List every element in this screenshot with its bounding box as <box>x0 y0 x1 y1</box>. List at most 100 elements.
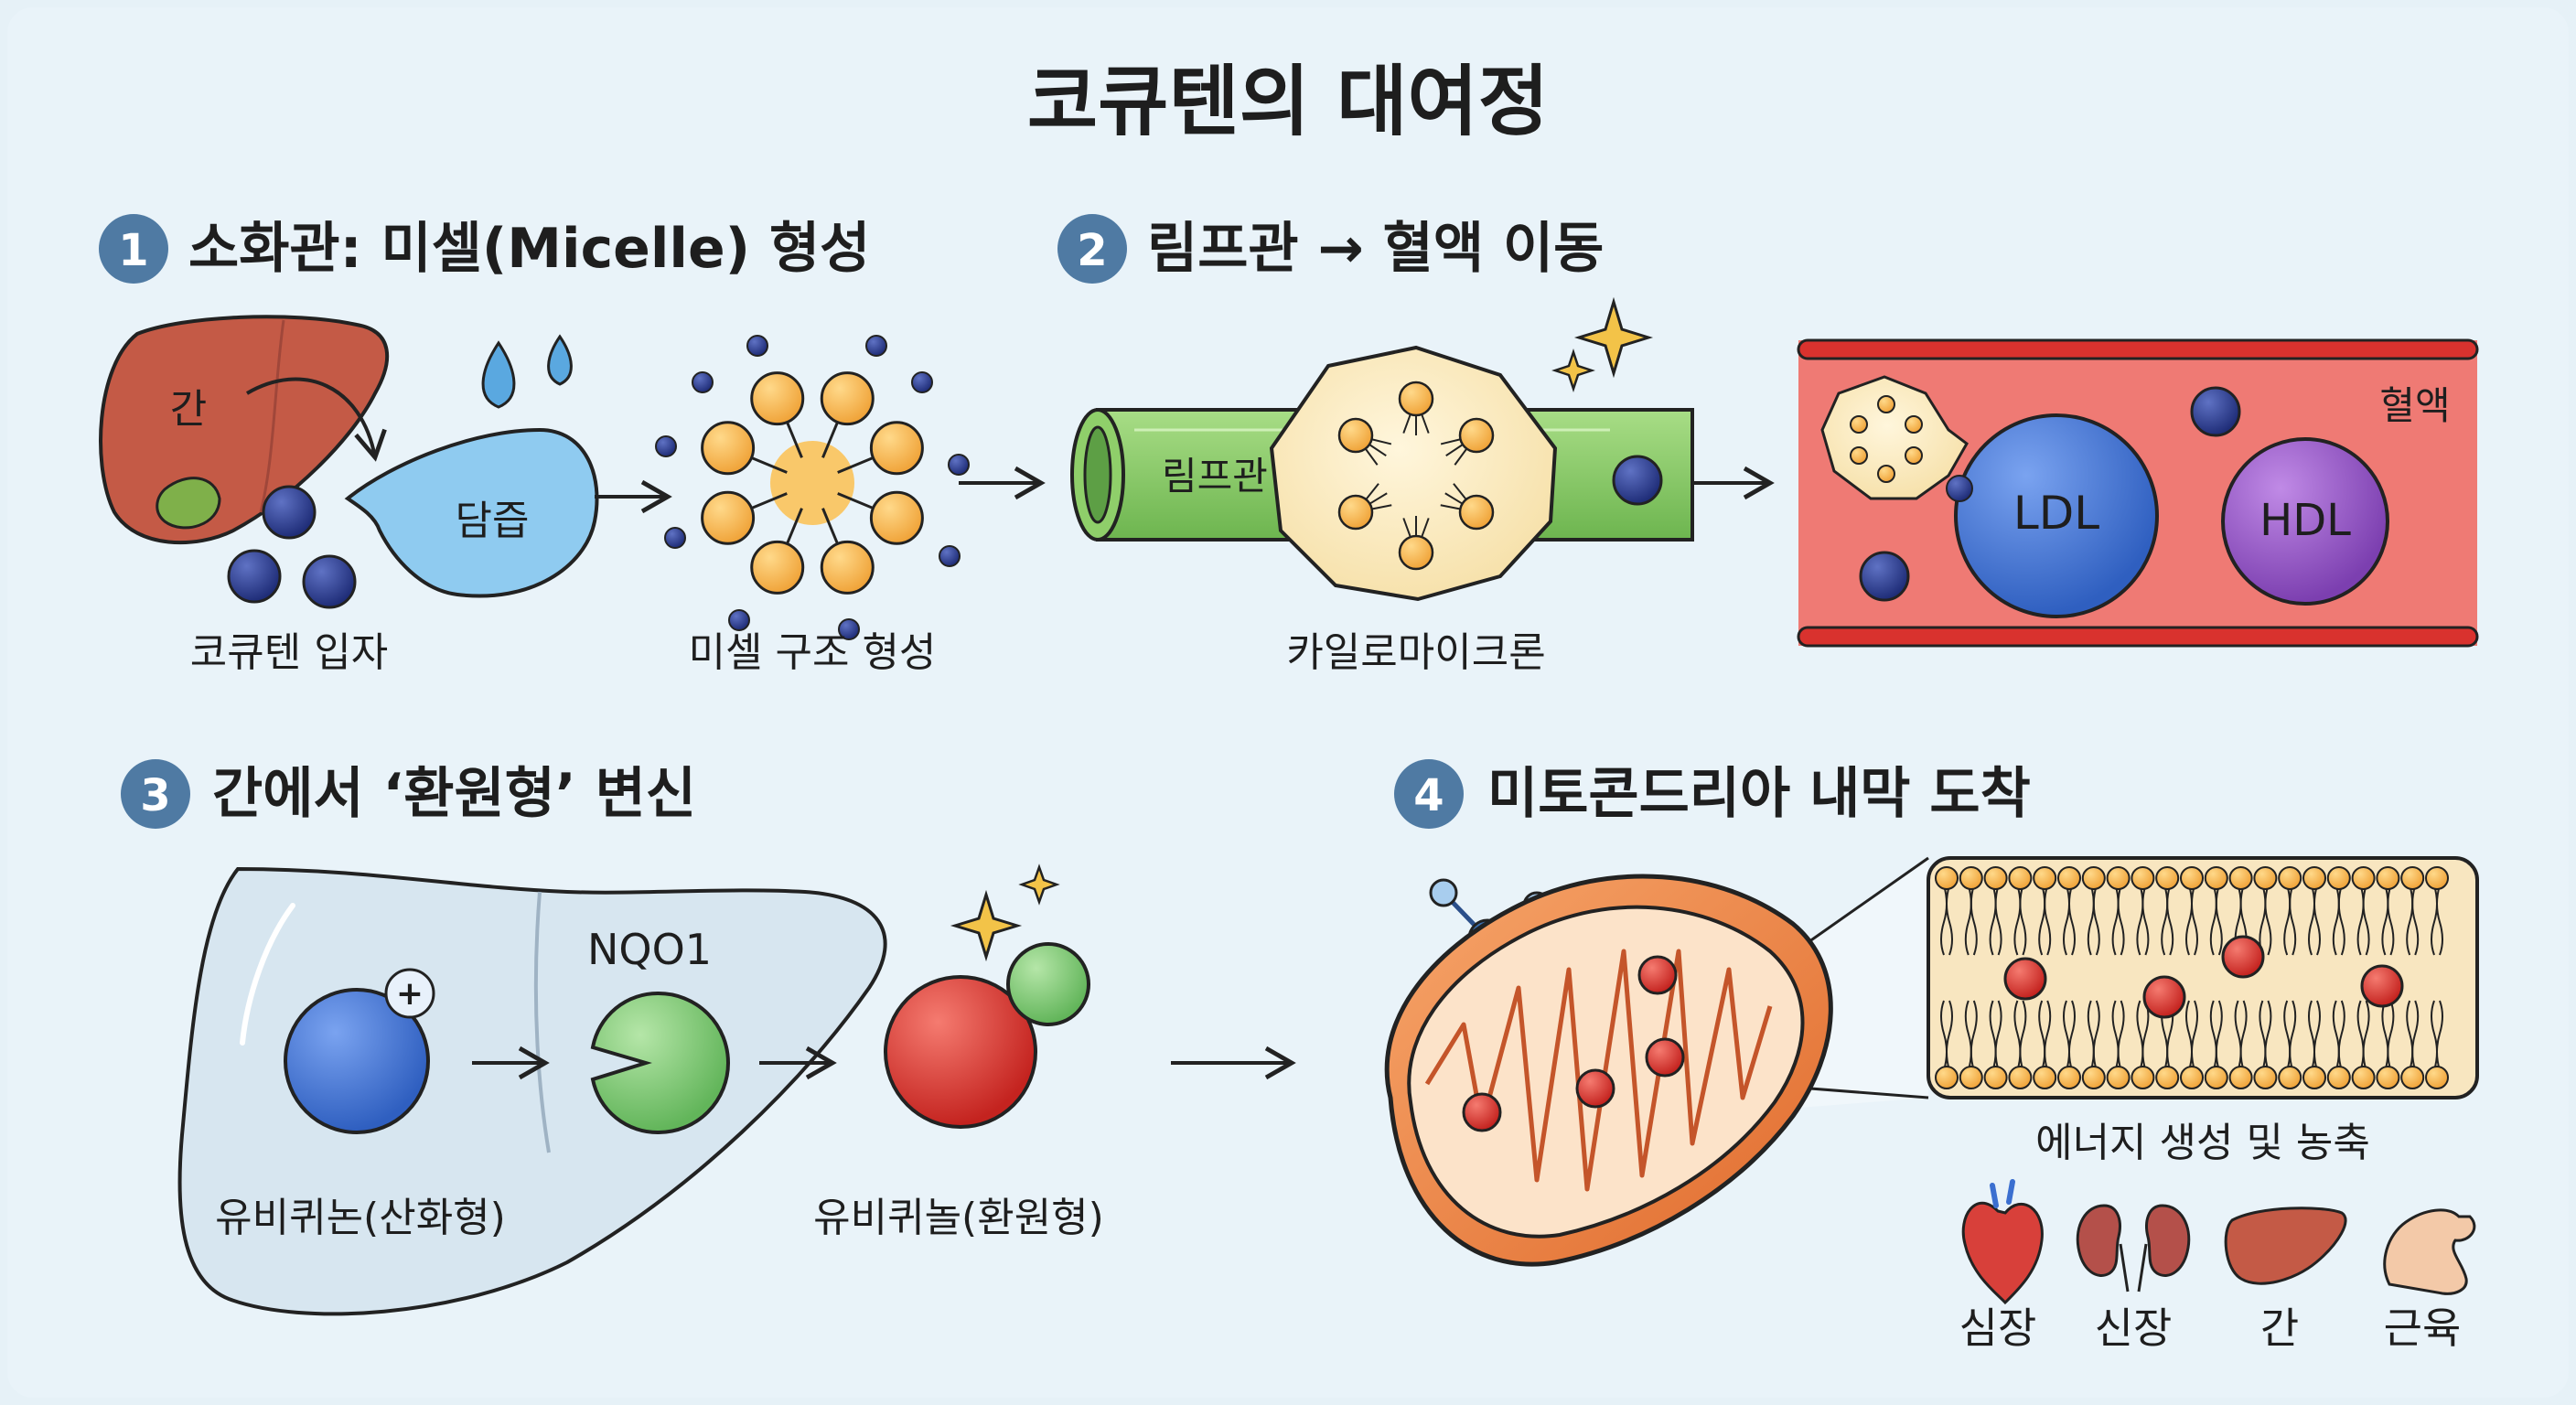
coq10-dot <box>1575 1068 1615 1109</box>
lipid-tail <box>2356 1000 2365 1071</box>
reduced-caption: 유비퀴놀(환원형) <box>813 1195 1104 1241</box>
liver-illustration: 간 <box>99 315 389 545</box>
lipid-head <box>1935 866 1959 890</box>
step-title: 림프관 → 혈액 이동 <box>1147 217 1604 281</box>
step-1-header: 1 소화관: 미셀(Micelle) 형성 <box>99 214 870 284</box>
lipid-tail <box>1453 483 1467 500</box>
lipid-tail <box>2166 885 2174 956</box>
lipid-head <box>1983 1066 2008 1089</box>
coq10-particle <box>692 371 714 393</box>
lipid-tail <box>2313 885 2321 956</box>
mitochondrion <box>1384 874 1833 1267</box>
lipid-tail <box>1989 1000 1997 1071</box>
lipid-head <box>2008 866 2033 890</box>
lipid-tail <box>2431 885 2438 956</box>
lipid-tail <box>2209 885 2217 956</box>
lipid-tail <box>2117 885 2125 956</box>
lipid-head <box>2351 866 2376 890</box>
lipid-tail <box>2038 885 2046 956</box>
plus-sign: + <box>396 975 424 1013</box>
lipid-tail <box>783 416 803 458</box>
lipid-tail <box>821 416 842 458</box>
lipid-tail <box>2019 885 2027 956</box>
step-3-header: 3 간에서 ‘환원형’ 변신 <box>121 759 696 829</box>
bile-label: 담즙 <box>456 498 530 544</box>
membrane-zoom <box>1927 856 2479 1099</box>
step-title: 미토콘드리아 내막 도착 <box>1487 762 2031 826</box>
enzyme-label: NQO1 <box>587 925 712 974</box>
step-badge <box>121 759 190 829</box>
lipid-tail <box>2387 885 2395 956</box>
coq10-particle <box>728 609 750 631</box>
lipid-tail <box>837 454 879 474</box>
lipid-tail <box>2411 885 2420 956</box>
sparkle-icon <box>950 863 1060 962</box>
lipid-head <box>2180 866 2204 890</box>
lipid-tail <box>2332 885 2340 956</box>
lipid-tail <box>837 492 879 512</box>
lipid-tail <box>2044 885 2052 956</box>
coq10-particle <box>939 545 961 567</box>
lipid-head <box>1983 866 2008 890</box>
step-badge <box>1057 214 1127 284</box>
lipid-tail <box>2337 1000 2345 1071</box>
coq10-dot <box>2142 975 2186 1019</box>
lipid-tail <box>1946 885 1953 956</box>
lipid-head <box>2425 1066 2449 1089</box>
coq10-particle <box>664 527 686 549</box>
lipid-head <box>1905 446 1923 465</box>
lipid-tail <box>2283 885 2292 956</box>
muscle-icon <box>2383 1208 2476 1295</box>
lipid-head <box>2351 1066 2376 1089</box>
bile-droplet: 담즙 <box>344 427 599 598</box>
coq10-particle <box>746 335 768 357</box>
lipid-tail <box>2436 1000 2443 1071</box>
micelle-caption: 미셀 구조 형성 <box>689 629 937 676</box>
lipid-tail <box>1402 413 1411 434</box>
lipid-tail <box>1440 504 1461 510</box>
lipid-head <box>2253 866 2278 890</box>
liver-label: 간 <box>170 386 207 433</box>
lipid-tail <box>2038 1000 2046 1071</box>
lipid-tail <box>1994 885 2002 956</box>
lipid-head <box>2081 1066 2106 1089</box>
micelle-structure <box>655 335 970 640</box>
ldl-label: LDL <box>2013 487 2099 540</box>
step-title: 소화관: 미셀(Micelle) 형성 <box>188 217 870 281</box>
lipid-tail <box>2087 885 2095 956</box>
organ-label-heart: 심장 <box>1959 1303 2037 1353</box>
lipid-tail <box>2283 1000 2292 1071</box>
plus-badge <box>384 968 435 1019</box>
coq10-dot <box>1637 955 1678 995</box>
coq10-dot <box>1645 1037 1685 1078</box>
lipid-head <box>1458 494 1495 531</box>
lipid-head <box>1458 417 1495 454</box>
coq10-dot <box>2360 964 2404 1008</box>
lipid-head <box>1959 1066 1983 1089</box>
lipid-tail <box>1402 518 1411 538</box>
lipid-tail <box>2117 1000 2125 1071</box>
lipid-tail <box>1970 885 1978 956</box>
lipid-head <box>2204 1066 2228 1089</box>
lipid-tail <box>1964 885 1972 956</box>
lipid-tail <box>783 508 803 550</box>
lipid-tail <box>2234 1000 2242 1071</box>
lipid-head <box>750 540 805 595</box>
lipid-tail <box>2092 885 2100 956</box>
lipid-tail <box>1371 504 1392 510</box>
lipid-tail <box>1940 885 1948 956</box>
liver-outline <box>177 866 887 1316</box>
lipid-head <box>1850 446 1868 465</box>
lipid-head <box>820 371 875 426</box>
lipid-head <box>2155 866 2180 890</box>
coq10-particle <box>865 335 887 357</box>
coq10-particle <box>262 485 317 540</box>
lipid-tail <box>2111 1000 2120 1071</box>
micelle-core <box>770 441 854 525</box>
step-number: 4 <box>1413 770 1444 821</box>
coq10-particle <box>655 435 677 457</box>
ldl-particle <box>1954 413 2159 618</box>
lipid-tail <box>746 454 788 474</box>
lipid-head <box>2033 1066 2057 1089</box>
lipid-head <box>2425 866 2449 890</box>
